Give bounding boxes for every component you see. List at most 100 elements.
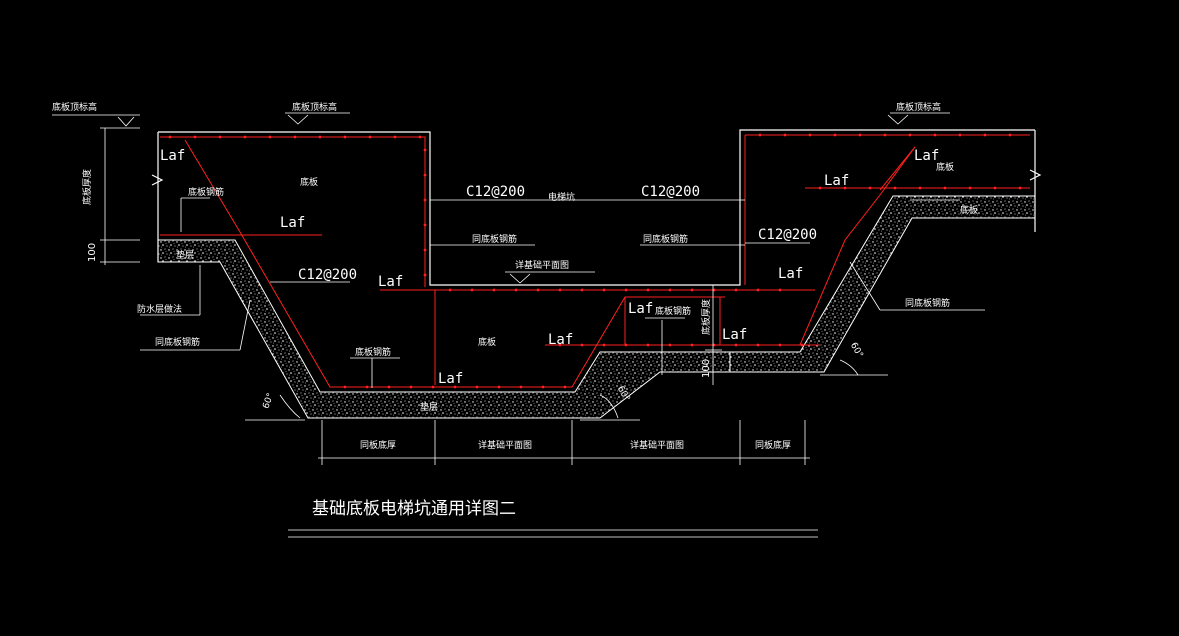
dim-bottom-1: 同板底厚 xyxy=(360,439,396,451)
waterproof-label: 防水层做法 xyxy=(137,303,182,315)
rebar-dot xyxy=(602,288,606,292)
laf-label-5: Laf xyxy=(438,371,463,387)
laf-label-8: Laf xyxy=(778,266,803,282)
rebar-dot xyxy=(734,288,738,292)
rebar-spec-2: C12@200 xyxy=(641,184,700,200)
structure-outline xyxy=(151,129,1042,286)
rebar-dot xyxy=(423,173,427,177)
rebar-dot xyxy=(668,343,672,347)
rebar-spec-3: C12@200 xyxy=(298,267,357,283)
rebar-dot xyxy=(758,133,762,137)
rebar-dot xyxy=(268,135,272,139)
rebar-lines xyxy=(160,134,1030,388)
rebar-dot xyxy=(668,288,672,292)
laf-label-2: Laf xyxy=(280,215,305,231)
rebar-dot xyxy=(690,343,694,347)
rebar-dot xyxy=(968,186,972,190)
rebar-dot xyxy=(778,343,782,347)
rebar-dot xyxy=(843,186,847,190)
rebar-dot xyxy=(536,288,540,292)
same-bottom-rebar-left-label: 同底板钢筋 xyxy=(472,233,517,245)
rebar-dot xyxy=(756,343,760,347)
rebar-dot xyxy=(418,135,422,139)
rebar-dot xyxy=(818,186,822,190)
rebar-dot xyxy=(168,135,172,139)
laf-label-7: Laf xyxy=(722,327,747,343)
laf-label-1: Laf xyxy=(160,148,185,164)
rebar-dot xyxy=(646,343,650,347)
rebar-dot xyxy=(883,133,887,137)
rebar-dot xyxy=(943,186,947,190)
rebar-dot xyxy=(514,288,518,292)
laf-label-6: Laf xyxy=(628,301,653,317)
rebar-dot xyxy=(243,135,247,139)
rebar-dot xyxy=(624,288,628,292)
rebar-dot xyxy=(993,186,997,190)
rebar-dot xyxy=(393,135,397,139)
top-mid-elevation-label: 底板顶标高 xyxy=(292,101,337,113)
same-bottom-rebar-right-label: 同底板钢筋 xyxy=(905,297,950,309)
annotation-lines xyxy=(52,112,985,538)
rebar-dot xyxy=(343,135,347,139)
rebar-dot xyxy=(580,288,584,292)
dim-bottom-4: 同板底厚 xyxy=(755,439,791,451)
rebar-dot xyxy=(893,186,897,190)
rebar-dot xyxy=(409,385,413,389)
rebar-dot xyxy=(423,223,427,227)
rebar-dot xyxy=(368,135,372,139)
rebar-dot xyxy=(1018,186,1022,190)
rebar-dot xyxy=(1008,133,1012,137)
rebar-spec-1: C12@200 xyxy=(466,184,525,200)
bottom-rebar-mid-label: 底板钢筋 xyxy=(355,346,391,358)
pit-label: 电梯坑 xyxy=(548,191,575,203)
same-bottom-rebar-mid-label: 同底板钢筋 xyxy=(643,233,688,245)
rebar-dot xyxy=(423,248,427,252)
right-bottom-rebar-label: 底板 xyxy=(960,204,978,216)
rebar-dot xyxy=(783,133,787,137)
laf-label-10: Laf xyxy=(914,148,939,164)
rebar-dot xyxy=(519,385,523,389)
dim-100-right-label: 100 xyxy=(701,359,712,378)
rebar-dot xyxy=(423,148,427,152)
rebar-spec-4: C12@200 xyxy=(758,227,817,243)
rebar-dots xyxy=(168,133,1022,389)
laf-label-9: Laf xyxy=(824,173,849,189)
rebar-dot xyxy=(958,133,962,137)
rebar-dot xyxy=(918,186,922,190)
slab-label-b: 底板 xyxy=(478,336,496,348)
rebar-dot xyxy=(933,133,937,137)
rebar-dot xyxy=(580,343,584,347)
rebar-dot xyxy=(868,186,872,190)
rebar-dot xyxy=(778,288,782,292)
left-thickness-label: 底板厚度 xyxy=(81,169,93,205)
right-thickness-label: 底板厚度 xyxy=(700,299,712,335)
laf-label-4: Laf xyxy=(548,332,573,348)
dim-bottom-2: 详基础平面图 xyxy=(478,439,532,451)
rebar-dot xyxy=(558,343,562,347)
rebar-dot xyxy=(800,343,804,347)
rebar-dot xyxy=(293,135,297,139)
rebar-dot xyxy=(808,133,812,137)
labels: 底板顶标高 底板顶标高 底板顶标高 底板厚度 100 100 底板厚度 底板 底… xyxy=(52,101,978,519)
rebar-dot xyxy=(492,288,496,292)
rebar-dot xyxy=(423,198,427,202)
rebar-dot xyxy=(453,385,457,389)
rebar-dot xyxy=(218,135,222,139)
rebar-dot xyxy=(470,288,474,292)
right-laf-side-label: 底板 xyxy=(936,161,954,173)
rebar-dot xyxy=(602,343,606,347)
top-left-elevation-label: 底板顶标高 xyxy=(52,101,97,113)
laf-label-3: Laf xyxy=(378,274,403,290)
rebar-dot xyxy=(908,133,912,137)
rebar-dot xyxy=(497,385,501,389)
rebar-dot xyxy=(558,288,562,292)
dim-100-label: 100 xyxy=(87,243,98,262)
slab-label-a: 底板 xyxy=(300,176,318,188)
rebar-dot xyxy=(646,288,650,292)
cushion-label-bottom: 垫层 xyxy=(420,401,438,413)
rebar-dot xyxy=(756,288,760,292)
rebar-dot xyxy=(343,385,347,389)
rebar-dot xyxy=(983,133,987,137)
rebar-dot xyxy=(193,135,197,139)
